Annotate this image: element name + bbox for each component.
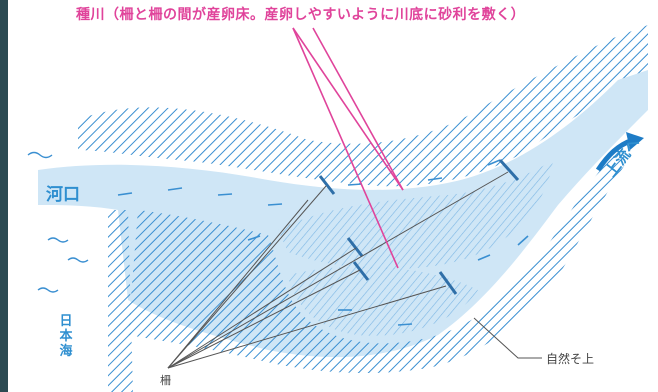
weir-label: 柵 [160,374,171,387]
levee-leader [473,317,542,359]
sea-waves [27,151,89,293]
weir-marks [318,158,520,295]
river-illustration [27,25,648,392]
coast-bank [108,210,133,392]
upstream-arrow-head [626,132,644,150]
diagram-frame: 種川（柵と柵の間が産卵床。産卵しやすいように川底に砂利を敷く） 河口 日本海 上… [8,0,658,392]
diagram-title: 種川（柵と柵の間が産卵床。産卵しやすいように川底に砂利を敷く） [76,7,526,23]
island-bank [128,150,628,374]
weir-leaders [167,171,509,369]
upper-bank [78,25,648,187]
sea-label: 日本海 [59,314,73,359]
natural-levee-label: 自然そ上 [546,352,595,366]
spawning-bed-upper [278,160,553,270]
callout-lines [292,27,404,269]
fish-marks [117,159,529,326]
river-mouth-label: 河口 [46,185,80,205]
